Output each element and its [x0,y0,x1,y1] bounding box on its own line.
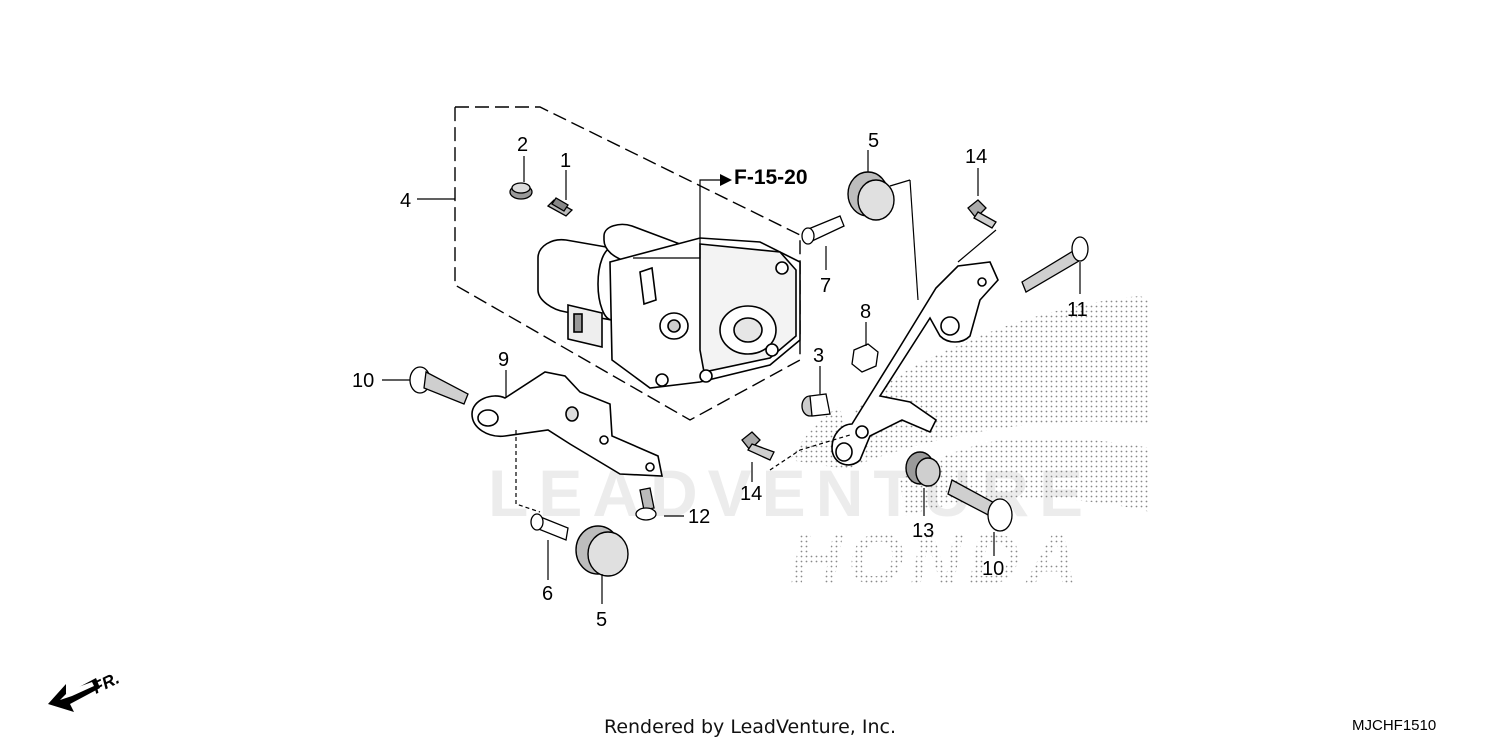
callout-10-left: 10 [352,370,374,392]
front-direction-arrow [48,678,100,712]
leader-lines [382,150,1081,604]
rubber-mount-upper [847,171,895,221]
bleed-cap [509,182,533,200]
flange-bolt-upper [967,199,997,229]
collar-7 [801,215,845,245]
reference-label: F-15-20 [734,166,808,189]
collar-6 [530,513,569,541]
callout-11: 11 [1067,299,1088,321]
nut-8 [851,343,879,373]
callout-13: 13 [912,520,934,542]
long-bolt [1021,236,1089,293]
right-bracket [831,261,999,466]
bolt-left [409,366,469,405]
flange-bolt-lower [741,431,775,461]
callout-9: 9 [498,349,509,371]
rubber-mount-lower [575,525,629,577]
callout-12: 12 [688,506,710,528]
callout-7: 7 [820,275,831,297]
callout-2: 2 [517,134,528,156]
callouts: 4 2 1 5 14 7 8 3 11 10 9 14 12 13 10 6 5 [352,130,1088,631]
actuator-assembly [537,223,801,389]
diagram-code: MJCHF1510 [1352,717,1437,734]
callout-5-upper: 5 [868,130,879,152]
callout-6: 6 [542,583,553,605]
callout-1: 1 [560,150,571,172]
bleed-screw [546,197,574,217]
assembly-outline [454,106,801,421]
bolt-right [947,479,1013,532]
callout-10-right: 10 [982,558,1004,580]
honda-brand-text: HONDA [790,520,1084,600]
collar-3 [801,393,831,417]
left-bracket [471,371,663,477]
callout-4: 4 [400,190,411,212]
rubber-13 [905,451,941,487]
callout-8: 8 [860,301,871,323]
callout-14-upper: 14 [965,146,987,168]
callout-14-lower: 14 [740,483,762,505]
callout-3: 3 [813,345,824,367]
reference-arrow [720,174,732,186]
footer-credit: Rendered by LeadVenture, Inc. [603,716,897,738]
front-direction-label: FR. [89,669,122,698]
screw-12 [635,487,657,521]
callout-5-lower: 5 [596,609,607,631]
